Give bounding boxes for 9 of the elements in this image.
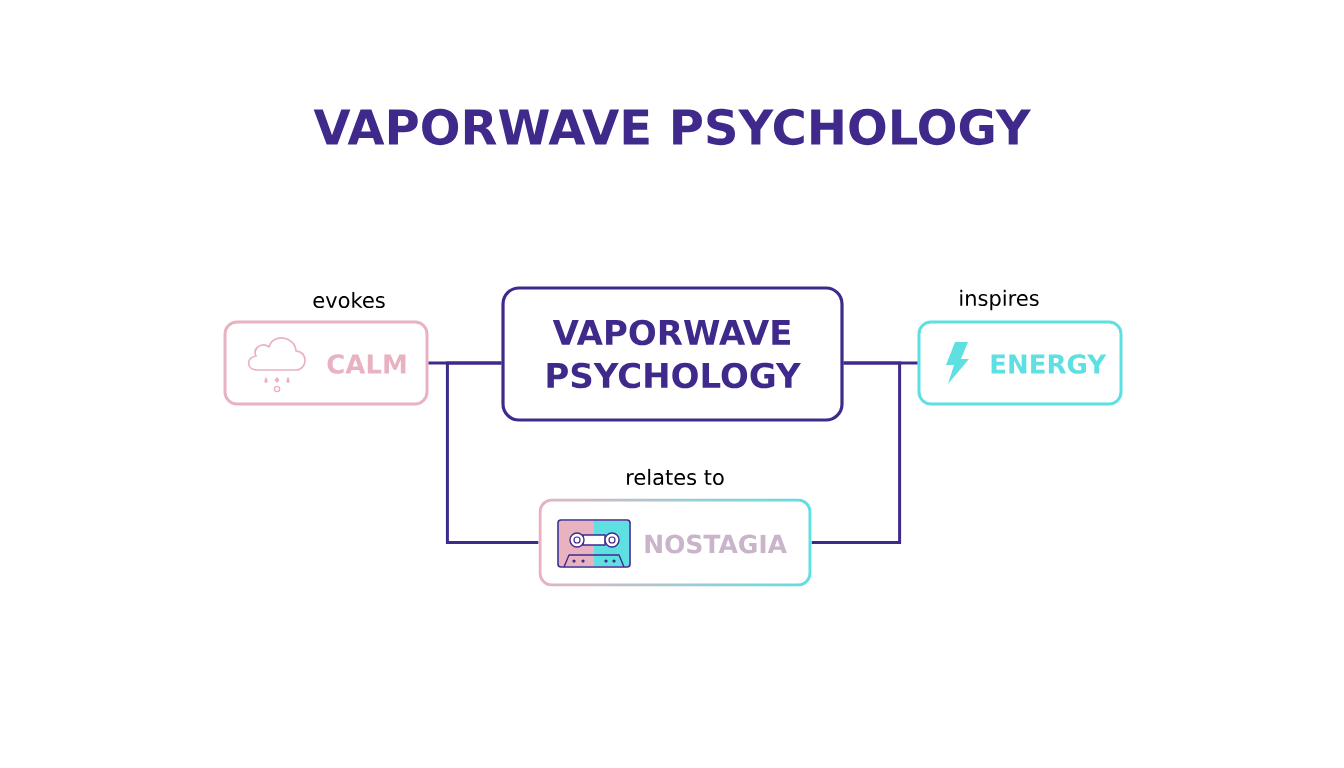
connector-line: [445, 361, 539, 544]
title: VAPORWAVE PSYCHOLOGY: [313, 108, 1032, 146]
concept-box: CALM: [223, 320, 429, 406]
concept-box: VAPORWAVE PSYCHOLOGY: [501, 286, 844, 422]
connector-line: [811, 361, 902, 544]
relation-label: relates to: [627, 468, 724, 486]
relation-label: inspires: [960, 289, 1039, 311]
relation-label: evokes: [313, 291, 385, 309]
concept-box: ENERGY: [917, 320, 1123, 406]
